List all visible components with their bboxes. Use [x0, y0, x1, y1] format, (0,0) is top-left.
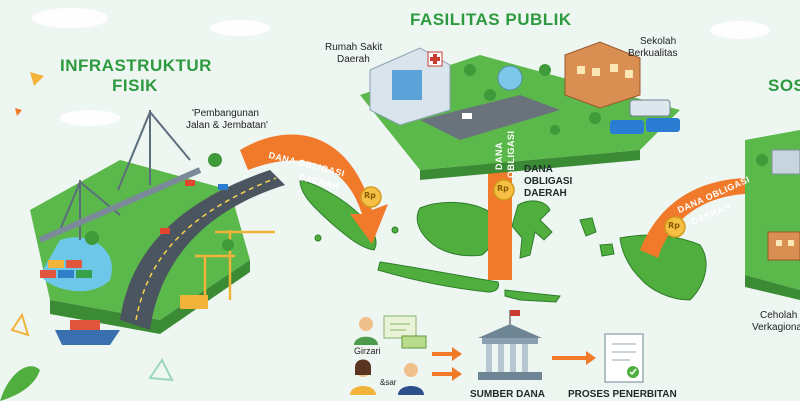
coin-label-1: Rp	[364, 191, 376, 200]
decorative-clouds	[32, 8, 770, 126]
money-icon	[401, 335, 427, 349]
person-label-1: Girzari	[354, 346, 381, 356]
social-island	[745, 130, 800, 300]
source-fund-label: SUMBER DANA	[470, 389, 545, 400]
bond-mid-label-2: OBLIGASI	[524, 176, 573, 187]
port-containers	[40, 260, 92, 278]
bus-icon	[610, 99, 680, 134]
arrow-up-label-2: OBLIGASI	[506, 130, 516, 178]
school-label-2: Berkualitas	[628, 48, 678, 59]
ship-icon	[55, 320, 120, 345]
coin-icons	[360, 179, 686, 238]
certificate-icon	[383, 315, 417, 339]
coin-label-3: Rp	[668, 221, 680, 230]
decorative-triangles	[10, 72, 174, 382]
corner-leaf-icon	[0, 366, 40, 401]
social-title: SOS	[768, 76, 800, 95]
public-facilities-island	[360, 41, 680, 180]
hospital-label-1: Rumah Sakit	[325, 42, 383, 53]
arrow-left	[240, 134, 388, 244]
infra-title-line2: FISIK	[112, 76, 158, 95]
hospital-label-2: Daerah	[337, 54, 370, 65]
arrow-right	[640, 165, 770, 258]
bridge-icon	[38, 110, 202, 243]
road-bridge-label-2: Jalan & Jembatan'	[186, 120, 268, 131]
investor-avatar-icon	[354, 317, 378, 345]
bond-mid-label-3: DAERAH	[524, 188, 567, 199]
right-label-2: Verkagional	[752, 322, 800, 333]
investor-man-icon	[398, 363, 424, 395]
infra-title-line1: INFRASTRUKTUR	[60, 56, 212, 75]
school-label-1: Sekolah	[640, 36, 677, 47]
infrastructure-island	[30, 110, 285, 345]
public-title: FASILITAS PUBLIK	[410, 10, 572, 29]
issuance-label: PROSES PENERBITAN	[568, 389, 677, 400]
road-bridge-label-1: 'Pembangunan	[192, 108, 259, 119]
person-label-2: &sar	[380, 378, 397, 387]
school-icon	[564, 41, 641, 109]
hospital-icon	[369, 47, 451, 126]
indonesia-map	[299, 179, 707, 303]
arrow-up-label-1: DANA	[494, 142, 504, 170]
coin-label-2: Rp	[497, 184, 509, 193]
investor-woman-icon	[350, 359, 376, 395]
right-label-1: Ceholah	[760, 310, 798, 321]
process-flow	[350, 310, 644, 395]
document-icon	[604, 333, 644, 383]
bond-mid-label-1: DANA	[524, 164, 553, 175]
road	[120, 170, 285, 330]
government-building-icon	[478, 310, 542, 380]
